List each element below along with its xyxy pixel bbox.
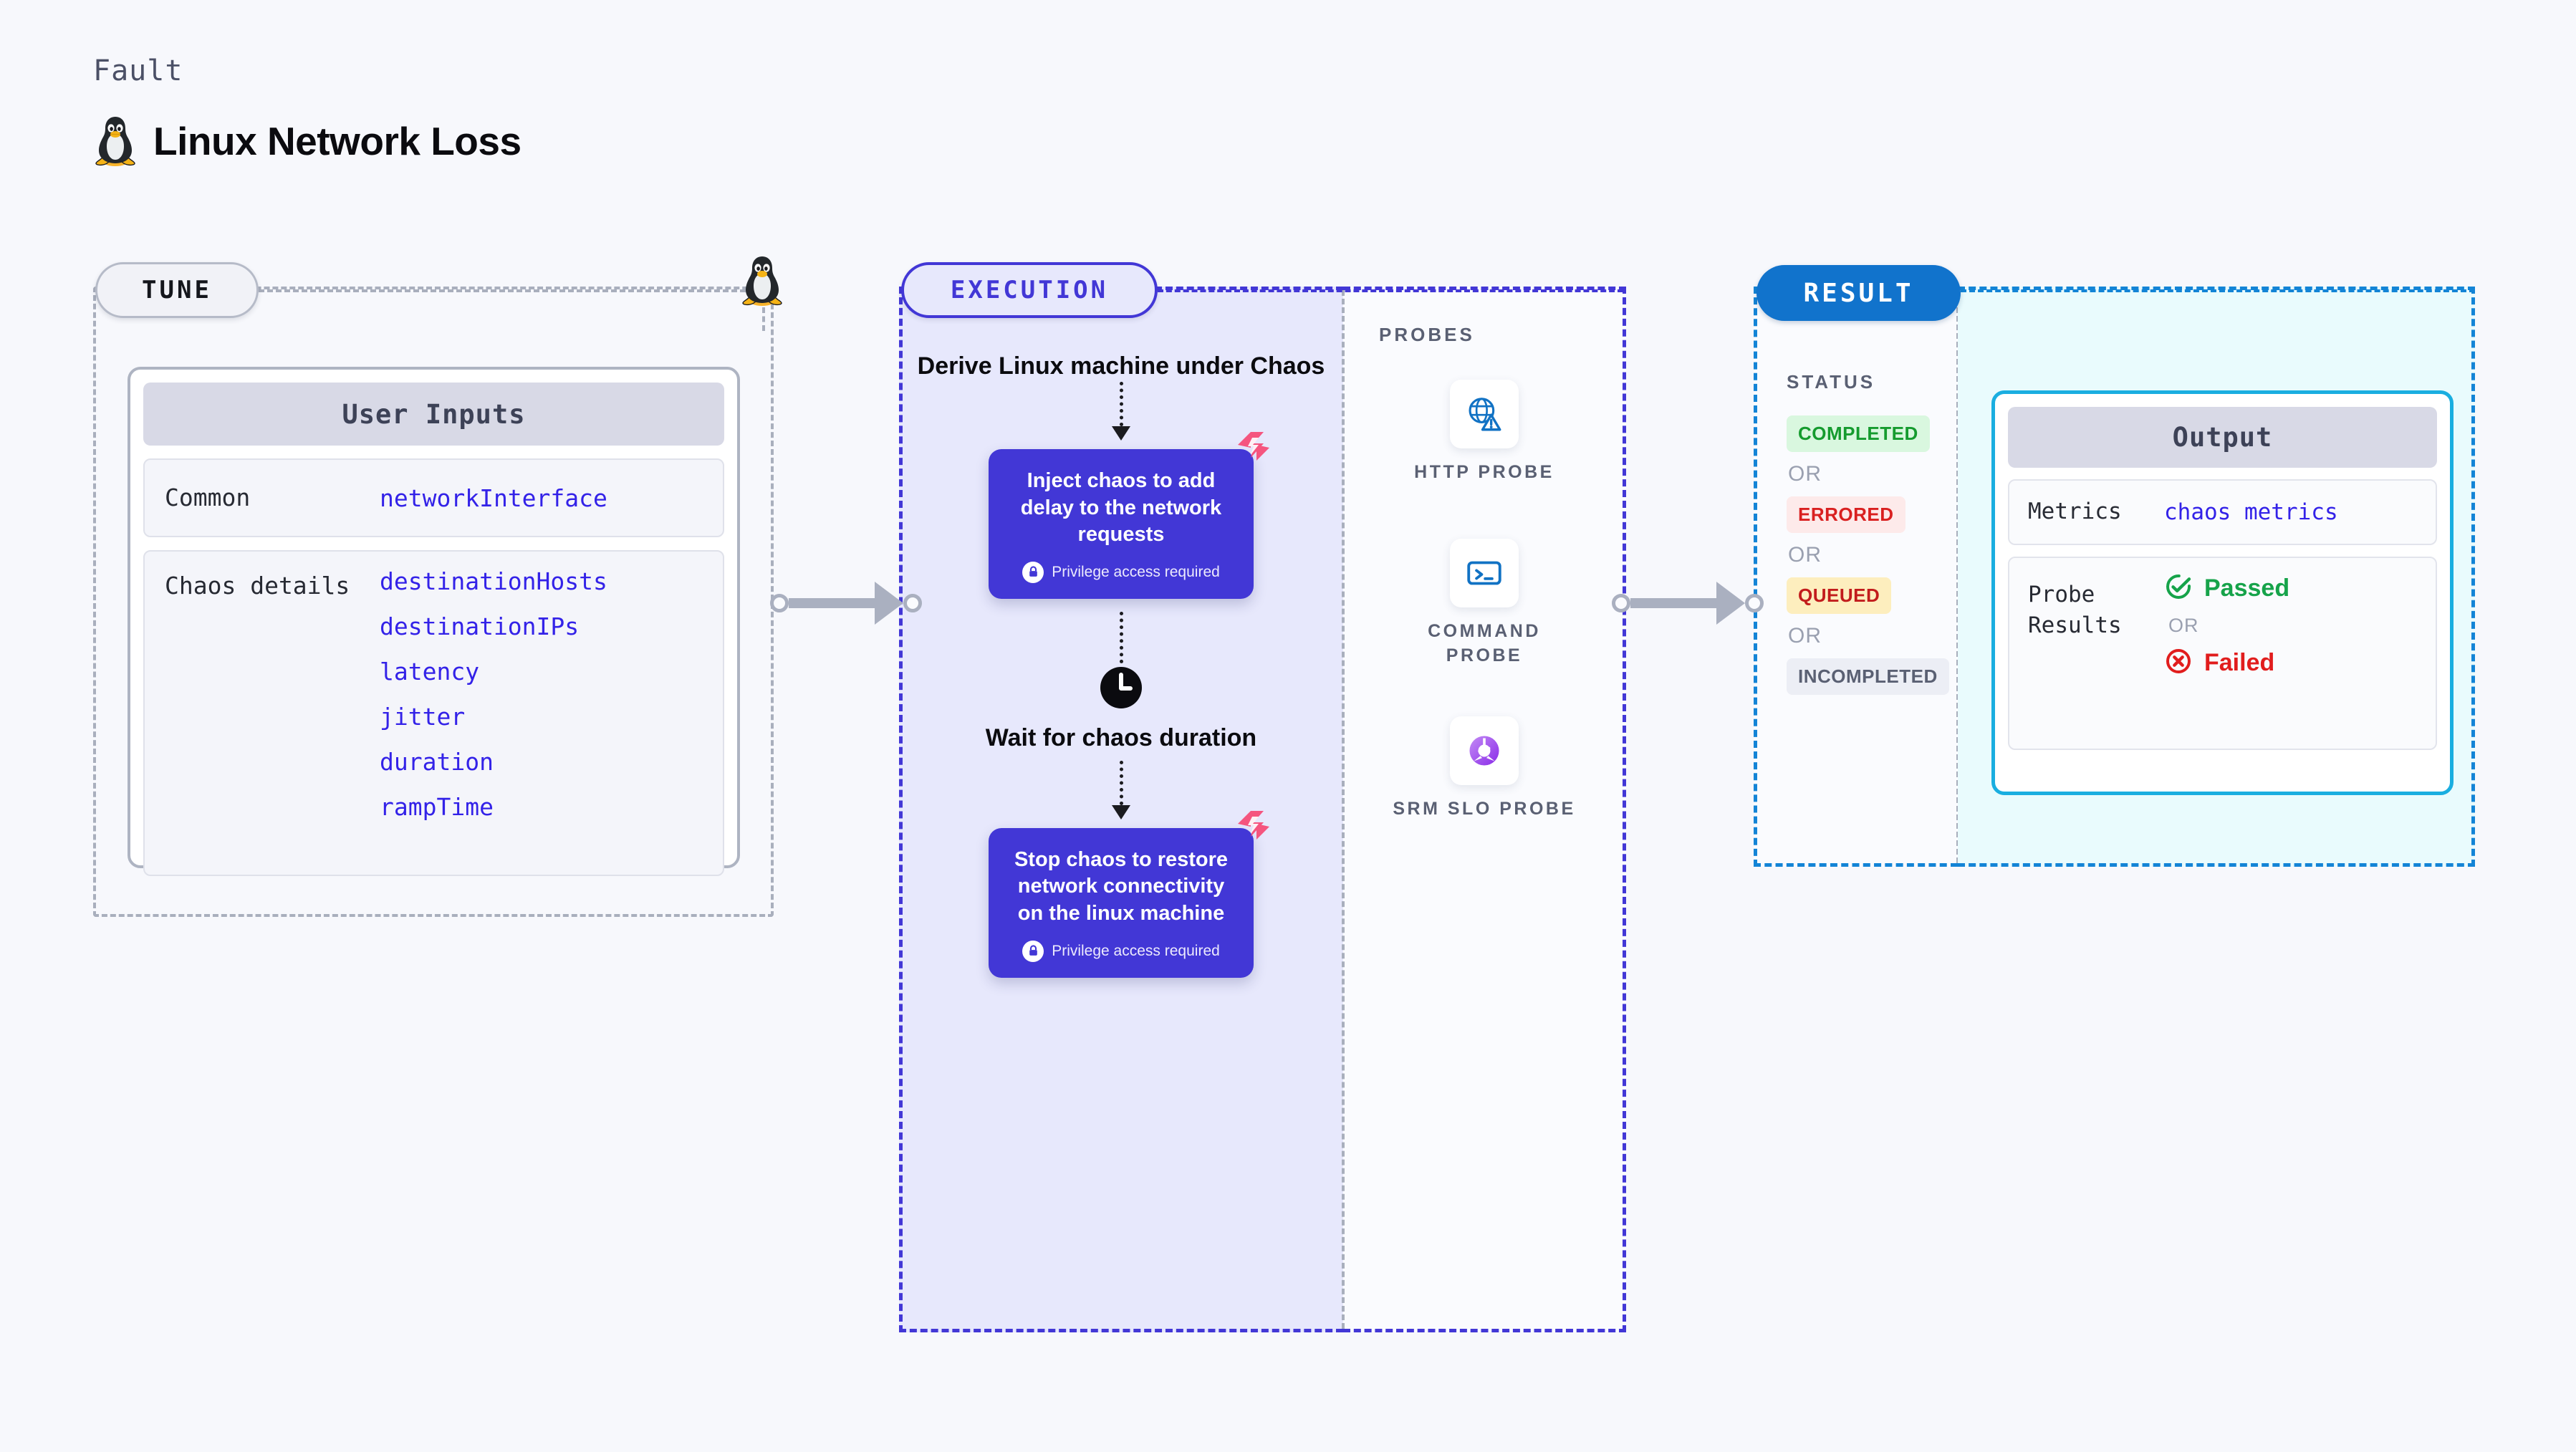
status-title: STATUS xyxy=(1787,371,1876,393)
terminal-icon xyxy=(1450,539,1519,607)
tune-drop-line xyxy=(762,289,765,331)
wait-clock-wrap xyxy=(899,663,1343,716)
flow-connector-dots xyxy=(1119,381,1123,426)
result-stage-pill[interactable]: RESULT xyxy=(1756,265,1961,321)
slo-donut-check-icon xyxy=(1450,716,1519,785)
status-badge-incompleted: INCOMPLETED xyxy=(1787,658,1949,695)
result-leader-line xyxy=(1961,289,2475,292)
param-networkInterface[interactable]: networkInterface xyxy=(380,484,607,512)
lock-icon xyxy=(1022,940,1044,962)
output-metrics-value[interactable]: chaos metrics xyxy=(2164,499,2338,525)
verdict-failed: Failed xyxy=(2164,647,2289,679)
output-probe-verdicts: Passed OR Failed xyxy=(2164,572,2289,679)
probe-http[interactable]: HTTP PROBE xyxy=(1391,380,1577,484)
param-rampTime[interactable]: rampTime xyxy=(380,793,494,821)
status-or-label: OR xyxy=(1788,462,1822,486)
privilege-note: Privilege access required xyxy=(1004,561,1238,583)
user-inputs-card: User Inputs Common networkInterface Chao… xyxy=(128,367,740,876)
connector-start-node xyxy=(1612,594,1630,612)
tux-penguin-icon xyxy=(93,115,138,168)
page-title: Linux Network Loss xyxy=(153,119,522,163)
status-or-label: OR xyxy=(1788,624,1822,648)
status-badge-completed: COMPLETED xyxy=(1787,415,1930,452)
output-metrics-label: Metrics xyxy=(2028,499,2122,525)
flow-card-title: Stop chaos to restore network connectivi… xyxy=(1014,847,1229,925)
probe-label: COMMAND PROBE xyxy=(1428,621,1541,665)
param-latency[interactable]: latency xyxy=(380,658,480,686)
tune-row-values: destinationHosts destinationIPs latency … xyxy=(380,567,607,821)
probe-command[interactable]: COMMAND PROBE xyxy=(1391,539,1577,668)
probe-srm-slo[interactable]: SRM SLO PROBE xyxy=(1391,716,1577,821)
connector-start-node xyxy=(770,594,789,612)
connector-arrowhead xyxy=(875,582,903,625)
privilege-note-text: Privilege access required xyxy=(1052,942,1220,959)
flow-arrowhead xyxy=(1112,425,1130,441)
page-title-row: Linux Network Loss xyxy=(93,115,522,168)
flow-card-inject-chaos[interactable]: Inject chaos to add delay to the network… xyxy=(989,431,1269,599)
harness-logo-icon xyxy=(1235,429,1272,467)
flow-arrowhead xyxy=(1112,804,1130,819)
tune-row-values: networkInterface xyxy=(380,484,607,512)
flow-step-derive-machine: Derive Linux machine under Chaos xyxy=(917,352,1325,380)
connector-arrowhead xyxy=(1716,582,1745,625)
privilege-note: Privilege access required xyxy=(1004,940,1238,962)
output-probe-results-label: Probe Results xyxy=(2028,582,2122,639)
execution-to-result-connector xyxy=(1612,582,1764,625)
user-inputs-title: User Inputs xyxy=(143,383,724,446)
probes-title: PROBES xyxy=(1379,324,1475,345)
verdict-passed-label: Passed xyxy=(2204,574,2290,602)
status-badge-errored: ERRORED xyxy=(1787,496,1905,533)
execution-flow: Derive Linux machine under Chaos Inject … xyxy=(899,287,1343,978)
connector-line xyxy=(1630,598,1716,608)
execution-leader-line xyxy=(1158,289,1623,292)
connector-line xyxy=(789,598,875,608)
check-circle-icon xyxy=(2164,572,2193,605)
output-card: Output Metrics chaos metrics Probe Resul… xyxy=(1991,390,2454,795)
tune-leader-line xyxy=(259,289,746,292)
probes-panel xyxy=(1343,287,1626,1332)
lock-icon xyxy=(1022,561,1044,583)
flow-connector-dots xyxy=(1119,760,1123,805)
tune-row-common: Common networkInterface xyxy=(143,458,724,537)
probe-label: HTTP PROBE xyxy=(1414,462,1554,482)
flow-card-stop-chaos[interactable]: Stop chaos to restore network connectivi… xyxy=(989,810,1269,978)
result-status-panel xyxy=(1754,287,1958,867)
tune-stage-pill[interactable]: TUNE xyxy=(95,262,259,318)
privilege-note-text: Privilege access required xyxy=(1052,563,1220,580)
globe-warning-icon xyxy=(1450,380,1519,448)
output-row-probe-results: Probe Results Passed OR xyxy=(2008,557,2437,750)
param-jitter[interactable]: jitter xyxy=(380,703,466,731)
x-circle-icon xyxy=(2164,647,2193,679)
param-destinationIPs[interactable]: destinationIPs xyxy=(380,612,580,640)
verdict-passed: Passed xyxy=(2164,572,2289,605)
probes-divider xyxy=(1342,290,1345,1329)
tune-to-execution-connector xyxy=(770,582,922,625)
verdict-failed-label: Failed xyxy=(2204,649,2275,676)
connector-end-node xyxy=(1745,594,1764,612)
execution-stage-pill[interactable]: EXECUTION xyxy=(901,262,1158,318)
probe-label: SRM SLO PROBE xyxy=(1393,799,1576,819)
clock-icon xyxy=(1097,663,1145,716)
tune-row-label: Chaos details xyxy=(165,572,350,600)
status-badge-queued: QUEUED xyxy=(1787,577,1892,614)
tux-penguin-icon xyxy=(740,254,784,311)
connector-end-node xyxy=(903,594,922,612)
flow-step-wait-duration: Wait for chaos duration xyxy=(985,723,1257,751)
param-duration[interactable]: duration xyxy=(380,748,494,776)
flow-card-title: Inject chaos to add delay to the network… xyxy=(1020,468,1222,547)
tune-row-label: Common xyxy=(165,483,251,511)
output-card-title: Output xyxy=(2008,407,2437,468)
page-eyebrow: Fault xyxy=(93,54,183,87)
flow-connector-dots xyxy=(1119,611,1123,663)
harness-logo-icon xyxy=(1235,808,1272,846)
tune-row-chaos-details: Chaos details destinationHosts destinati… xyxy=(143,550,724,876)
verdict-or-label: OR xyxy=(2168,615,2199,636)
status-list: COMPLETED OR ERRORED OR QUEUED OR INCOMP… xyxy=(1787,415,1951,695)
param-destinationHosts[interactable]: destinationHosts xyxy=(380,567,607,595)
status-or-label: OR xyxy=(1788,543,1822,567)
output-row-metrics: Metrics chaos metrics xyxy=(2008,479,2437,545)
